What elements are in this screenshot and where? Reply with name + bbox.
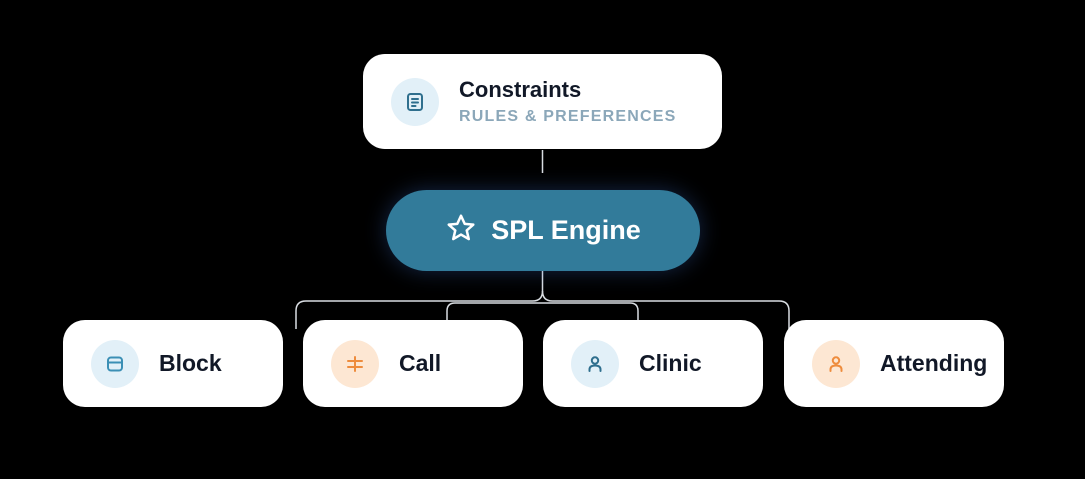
person-icon — [812, 339, 860, 388]
connector-engine-attending — [541, 290, 790, 329]
block-label: Block — [159, 350, 222, 376]
constraints-title: Constraints — [459, 76, 582, 102]
spl-engine-node: SPL Engine — [386, 190, 700, 271]
connector-call-clinic — [446, 302, 639, 321]
person-icon — [571, 339, 619, 388]
attending-card: Attending — [784, 320, 1004, 407]
document-icon — [391, 77, 439, 126]
call-card: Call — [303, 320, 523, 407]
block-card: Block — [63, 320, 283, 407]
calendar-icon — [91, 339, 139, 388]
constraints-subtitle: RULES & PREFERENCES — [459, 107, 677, 125]
connector-engine-block — [295, 271, 544, 329]
star-icon — [445, 212, 477, 249]
clinic-card: Clinic — [543, 320, 763, 407]
call-schedule-icon — [331, 339, 379, 388]
constraints-card: Constraints RULES & PREFERENCES — [363, 54, 722, 149]
call-label: Call — [399, 350, 442, 376]
clinic-label: Clinic — [639, 350, 702, 376]
attending-label: Attending — [880, 350, 988, 376]
engine-label: SPL Engine — [491, 215, 641, 245]
